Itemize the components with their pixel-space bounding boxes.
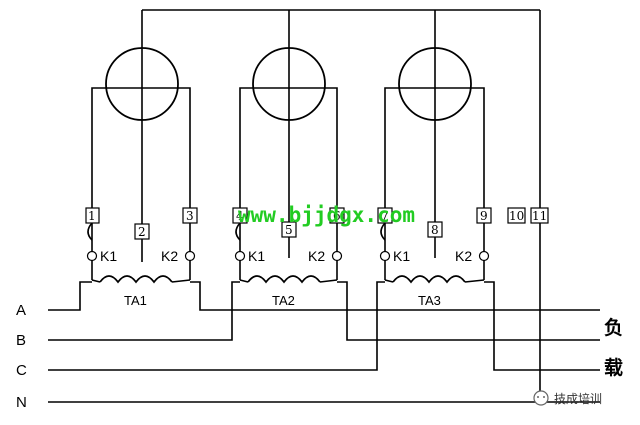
- line-a: [48, 281, 92, 311]
- terminal-10-label: 10: [509, 209, 524, 223]
- meter-1-terminal-1-label: 1: [88, 209, 96, 223]
- meter-3-k2-node: [478, 250, 490, 262]
- phase-label-a: A: [16, 302, 26, 319]
- phase-label-b: B: [16, 332, 26, 349]
- meter-1-k2-node: [184, 250, 196, 262]
- meter-3-terminal-8-label: 8: [431, 223, 439, 237]
- load-label-top: 负: [604, 316, 623, 339]
- meter-3-k2-label: K2: [455, 248, 472, 264]
- meter-3-terminal-9-label: 9: [480, 209, 488, 223]
- meter-3-k1-label: K1: [393, 248, 410, 264]
- watermark: www.bjjdgx.com: [238, 203, 415, 227]
- brand-mark: 技成培训: [533, 390, 602, 406]
- phase-lines: [48, 258, 600, 403]
- load-label-bottom: 载: [604, 356, 623, 379]
- neutral-terminals: 10 11: [507, 10, 549, 402]
- meter-2-terminal-6-label: 6: [333, 209, 341, 223]
- wechat-icon: [533, 390, 549, 406]
- meter-3: 7 8 9 K1 K2 TA3: [377, 10, 492, 308]
- meter-1-terminal-2-label: 2: [138, 225, 146, 239]
- meter-2-k2-node: [331, 250, 343, 262]
- meter-1-k1-label: K1: [100, 248, 117, 264]
- phase-label-c: C: [16, 362, 27, 379]
- terminal-11-label: 11: [532, 209, 547, 223]
- meter-3-terminal-7-label: 7: [381, 209, 389, 223]
- phase-label-n: N: [16, 394, 27, 411]
- meter-2-terminal-5-label: 5: [285, 223, 293, 237]
- meter-1-k1-node: [86, 250, 98, 262]
- terminal-10: [507, 207, 526, 224]
- meter-1-k2-label: K2: [161, 248, 178, 264]
- meter-2-k1-node: [234, 250, 246, 262]
- meter-2-k1-label: K1: [248, 248, 265, 264]
- meter-1: 1 2 3 K1 K2 TA1: [85, 10, 198, 308]
- meter-3-k1-node: [379, 250, 391, 262]
- ta2-coil: [247, 275, 321, 284]
- meter-2-terminal-4-label: 4: [236, 209, 244, 223]
- ta2-label: TA2: [272, 293, 295, 308]
- ta1-label: TA1: [124, 293, 147, 308]
- meter-2: 4 5 6 K1 K2 TA2: [232, 10, 345, 308]
- line-b: [48, 281, 240, 341]
- ta3-coil: [392, 275, 466, 284]
- ta3-label: TA3: [418, 293, 441, 308]
- line-c: [48, 281, 385, 371]
- ta1-coil: [99, 275, 173, 284]
- meter-1-terminal-3-label: 3: [186, 209, 194, 223]
- brand-label: 技成培训: [554, 391, 602, 406]
- meter-2-k2-label: K2: [308, 248, 325, 264]
